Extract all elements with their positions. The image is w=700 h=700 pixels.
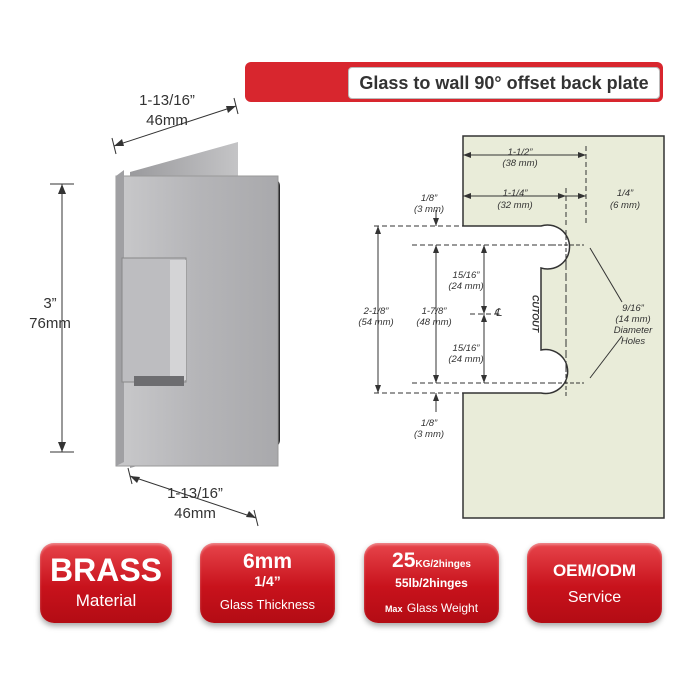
arrow bbox=[433, 375, 439, 383]
label-centerline: ℄ bbox=[494, 307, 502, 319]
label-1-1-2: 1-1/2” bbox=[507, 147, 533, 158]
label-15-16-b: 15/16” bbox=[452, 343, 480, 354]
arrow bbox=[481, 306, 487, 314]
dim-line-bottom bbox=[129, 475, 257, 519]
glass-panel-notch bbox=[462, 135, 665, 519]
badge-weight-label: Max Glass Weight bbox=[364, 599, 499, 617]
arrow bbox=[481, 245, 487, 253]
arrow bbox=[558, 193, 566, 199]
height-inch: 3” bbox=[43, 295, 57, 312]
page-title: Glass to wall 90° offset back plate bbox=[348, 67, 660, 99]
label-15-16-a: 15/16” bbox=[452, 270, 480, 281]
label-32mm: (32 mm) bbox=[497, 200, 533, 211]
badge-weight-kg-value: 25 bbox=[392, 549, 416, 572]
badge-thickness-mm: 6mm bbox=[242, 550, 293, 573]
tick-bottom-right bbox=[253, 509, 259, 527]
badge-weight-text: Glass Weight bbox=[406, 601, 479, 615]
leader-top bbox=[589, 247, 623, 303]
arrow bbox=[578, 152, 586, 158]
tick-top-right bbox=[233, 97, 239, 115]
label-24mm-b: (24 mm) bbox=[448, 354, 484, 365]
label-48mm: (48 mm) bbox=[416, 317, 452, 328]
badge-thickness-label: Glass Thickness bbox=[219, 597, 316, 612]
badge-service-value: OEM/ODM bbox=[552, 561, 637, 580]
arrow bbox=[481, 314, 487, 322]
badge-material: BRASS Material bbox=[40, 543, 172, 623]
badge-weight-prefix: Max bbox=[384, 604, 403, 614]
cutout-drawing bbox=[374, 135, 665, 519]
arrow bbox=[375, 226, 381, 234]
label-1-1-4: 1-1/4” bbox=[502, 188, 528, 199]
badge-material-value: BRASS bbox=[49, 552, 162, 588]
dim-line-top bbox=[113, 105, 237, 147]
arrow-bottom-left bbox=[130, 476, 140, 483]
leader-bottom bbox=[589, 335, 623, 379]
tick-bottom-left bbox=[127, 467, 133, 485]
bottom-width-mm: 46mm bbox=[174, 505, 216, 522]
arrow bbox=[433, 218, 439, 226]
arrow-bottom-right bbox=[246, 511, 256, 518]
arrow bbox=[578, 193, 586, 199]
label-1-8-bottom: 1/8” bbox=[420, 418, 438, 429]
arrow-height-bottom bbox=[58, 442, 66, 452]
label-2-1-8: 2-1/8” bbox=[363, 306, 389, 317]
arrow bbox=[433, 245, 439, 253]
label-14mm: (14 mm) bbox=[615, 314, 651, 325]
label-1-7-8: 1-7/8” bbox=[421, 306, 447, 317]
arrow-top-right bbox=[226, 106, 236, 113]
badge-service-label: Service bbox=[567, 589, 622, 606]
label-3mm-bottom: (3 mm) bbox=[413, 429, 445, 440]
badge-thickness-inch: 1/4” bbox=[254, 573, 281, 589]
tick-top-left bbox=[111, 137, 117, 155]
badge-weight-lb: 55lb/2hinges bbox=[395, 576, 468, 590]
label-1-4: 1/4” bbox=[616, 188, 634, 199]
label-6mm: (6 mm) bbox=[609, 200, 641, 211]
badge-glass-thickness: 6mm 1/4” Glass Thickness bbox=[200, 543, 335, 623]
top-width-inch: 1-13/16” bbox=[139, 92, 195, 109]
arrow bbox=[463, 152, 471, 158]
label-24mm-a: (24 mm) bbox=[448, 281, 484, 292]
arrow bbox=[375, 385, 381, 393]
arrow bbox=[433, 393, 439, 401]
badge-glass-weight: 25KG/2hinges 55lb/2hinges Max Glass Weig… bbox=[364, 543, 499, 623]
label-3mm-top: (3 mm) bbox=[413, 204, 445, 215]
plate-edge bbox=[116, 170, 124, 466]
label-cutout: CUTOUT bbox=[530, 294, 541, 333]
arrow bbox=[463, 193, 471, 199]
top-width-mm: 46mm bbox=[146, 112, 188, 129]
badge-weight-kg: 25KG/2hinges bbox=[364, 550, 499, 576]
label-9-16: 9/16” bbox=[622, 303, 644, 314]
knuckle-shadow bbox=[134, 376, 184, 386]
label-diameter: Diameter bbox=[613, 325, 653, 336]
label-38mm: (38 mm) bbox=[502, 158, 538, 169]
label-54mm: (54 mm) bbox=[358, 317, 394, 328]
bottom-width-inch: 1-13/16” bbox=[167, 485, 223, 502]
hinge-illustration bbox=[50, 97, 280, 527]
label-holes: Holes bbox=[620, 336, 646, 347]
knuckle-highlight bbox=[170, 260, 186, 380]
arrow-height-top bbox=[58, 184, 66, 194]
badge-weight-kg-unit: KG/2hinges bbox=[415, 559, 471, 570]
badge-material-label: Material bbox=[75, 591, 137, 610]
arrow-top-left bbox=[114, 139, 124, 146]
arrow bbox=[481, 375, 487, 383]
label-1-8-top: 1/8” bbox=[420, 193, 438, 204]
badge-service: OEM/ODM Service bbox=[527, 543, 662, 623]
height-mm: 76mm bbox=[29, 315, 71, 332]
